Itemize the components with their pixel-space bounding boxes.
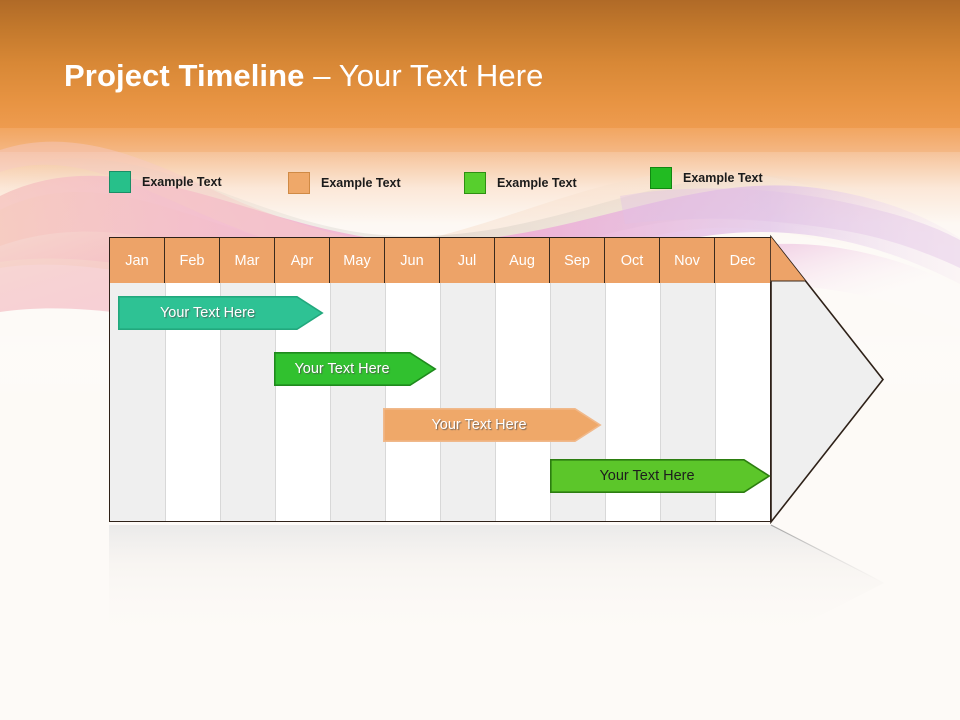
timeline-bar-shape-2 (274, 352, 437, 387)
legend-item-1[interactable]: Example Text (109, 171, 222, 193)
timeline-column-mar (220, 238, 275, 521)
timeline-bar-shape-1 (118, 296, 324, 331)
timeline-bar-shape-4 (550, 459, 771, 494)
header-banner (0, 0, 960, 152)
column-divider-1 (165, 238, 166, 521)
month-header-may[interactable]: May (330, 238, 385, 283)
legend-label-4: Example Text (683, 171, 763, 185)
page-title-light: – Your Text Here (304, 58, 544, 93)
month-header-apr[interactable]: Apr (275, 238, 330, 283)
timeline-bar-label-1: Your Text Here (159, 305, 256, 321)
month-header-nov[interactable]: Nov (660, 238, 715, 283)
timeline-bar-2[interactable]: Your Text Here (274, 352, 437, 387)
timeline-bar-label-4: Your Text Here (599, 468, 695, 484)
month-header-sep[interactable]: Sep (550, 238, 605, 283)
legend-swatch-4 (650, 167, 672, 189)
column-divider-11 (715, 238, 716, 521)
month-header-feb[interactable]: Feb (165, 238, 220, 283)
timeline-bar-label-3: Your Text Here (431, 417, 527, 433)
month-header-dec[interactable]: Dec (715, 238, 770, 283)
timeline-bar-shape-3 (383, 408, 602, 443)
legend-label-1: Example Text (142, 175, 222, 189)
timeline-column-feb (165, 238, 220, 521)
timeline-bar-label-2: Your Text Here (294, 361, 390, 377)
page-title: Project Timeline – Your Text Here (64, 58, 543, 94)
timeline-bar-4[interactable]: Your Text Here (550, 459, 771, 494)
month-header-jan[interactable]: Jan (110, 238, 165, 283)
page-title-strong: Project Timeline (64, 58, 305, 93)
legend-swatch-3 (464, 172, 486, 194)
legend-item-2[interactable]: Example Text (288, 172, 401, 194)
legend-item-4[interactable]: Example Text (650, 167, 763, 189)
legend-swatch-1 (109, 171, 131, 193)
timeline-column-jan (110, 238, 165, 521)
column-divider-8 (550, 238, 551, 521)
column-divider-6 (440, 238, 441, 521)
month-header-mar[interactable]: Mar (220, 238, 275, 283)
legend-item-3[interactable]: Example Text (464, 172, 577, 194)
column-divider-7 (495, 238, 496, 521)
legend-swatch-2 (288, 172, 310, 194)
timeline-column-jul (440, 238, 495, 521)
month-header-oct[interactable]: Oct (605, 238, 660, 283)
month-header-jul[interactable]: Jul (440, 238, 495, 283)
column-divider-10 (660, 238, 661, 521)
timeline-bar-3[interactable]: Your Text Here (383, 408, 602, 443)
column-divider-2 (220, 238, 221, 521)
timeline-bar-1[interactable]: Your Text Here (118, 296, 324, 331)
month-header-jun[interactable]: Jun (385, 238, 440, 283)
month-header-aug[interactable]: Aug (495, 238, 550, 283)
timeline-column-aug (495, 238, 550, 521)
column-divider-9 (605, 238, 606, 521)
legend-label-3: Example Text (497, 176, 577, 190)
legend-label-2: Example Text (321, 176, 401, 190)
timeline-arrowhead (770, 234, 885, 525)
